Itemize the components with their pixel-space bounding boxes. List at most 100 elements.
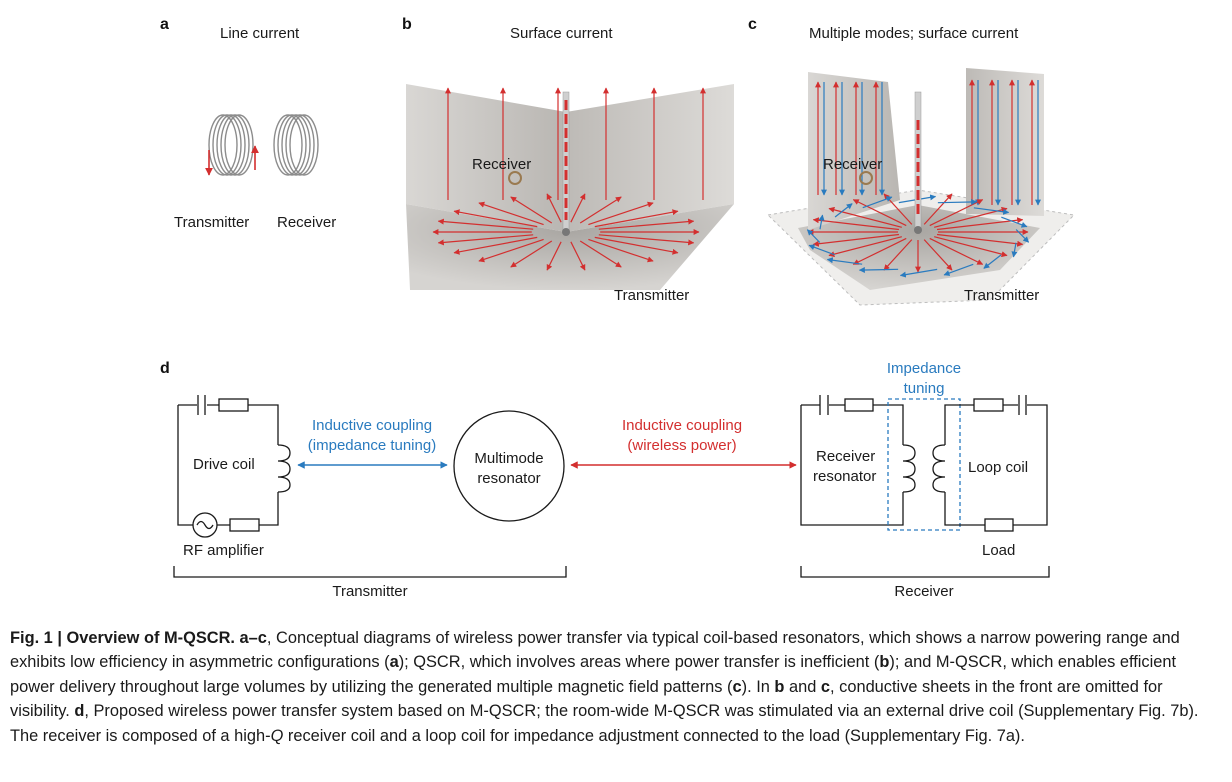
- resistor: [844, 398, 874, 412]
- field-arrow: [546, 241, 562, 271]
- field-arrow: [478, 238, 544, 263]
- pole-base: [562, 228, 570, 236]
- room-right-wall: [566, 84, 734, 232]
- panel-c-transmitter-label: Transmitter: [964, 287, 1039, 304]
- caption-ref: d: [74, 702, 85, 721]
- coupling2-line1: Inductive coupling: [622, 417, 742, 434]
- field-arrow: [453, 209, 538, 228]
- panel-b: b Surface current Receiver Transmitter: [402, 16, 734, 304]
- caption-italic: Q: [270, 726, 284, 745]
- field-arrow: [437, 234, 534, 246]
- field-arrow: [973, 207, 1010, 215]
- field-arrow: [570, 241, 586, 271]
- caption-text: , conductive sheets in the front are omi…: [10, 677, 1163, 721]
- impedance-line2: tuning: [904, 380, 945, 397]
- field-arrow: [852, 199, 907, 227]
- field-arrow: [594, 209, 679, 228]
- impedance-tuning-box: [887, 398, 961, 531]
- field-arrow: [936, 233, 1024, 247]
- field-arrow: [936, 217, 1024, 231]
- panel-b-receiver-coil: [508, 171, 522, 185]
- rf-amplifier-label: RF amplifier: [183, 542, 264, 559]
- transmitter-bracket: [173, 566, 567, 578]
- caption-title: Fig. 1 | Overview of M-QSCR.: [10, 629, 240, 647]
- caption-text: , Conceptual diagrams of wireless power …: [10, 629, 1180, 672]
- multimode-wall-arrows: [815, 79, 1041, 206]
- panel-c-title: Multiple modes; surface current: [809, 25, 1019, 42]
- field-arrow: [812, 217, 900, 231]
- room-right-wall-c: [966, 68, 1044, 216]
- panel-c-receiver-coil: [859, 171, 873, 185]
- field-arrow: [1015, 229, 1030, 243]
- inductor-icon: [902, 444, 916, 493]
- field-arrow: [812, 233, 900, 247]
- panel-c-letter: c: [748, 16, 757, 33]
- field-arrow: [579, 240, 622, 268]
- field-arrow: [937, 199, 978, 206]
- field-arrow: [983, 254, 1002, 269]
- field-arrow: [588, 238, 654, 263]
- field-arrow: [579, 196, 622, 224]
- field-arrow: [806, 229, 821, 243]
- field-arrow: [437, 218, 534, 230]
- multimode-resonator-circle: [453, 410, 565, 522]
- field-arrow: [510, 240, 553, 268]
- panel-c: c Multiple modes; surface current Receiv…: [748, 16, 1076, 306]
- panel-b-title: Surface current: [510, 25, 613, 42]
- caption-text: , Proposed wireless power transfer syste…: [10, 702, 1199, 745]
- field-arrow: [943, 263, 974, 276]
- receiver-resonator-line2: resonator: [813, 468, 876, 485]
- resistor: [229, 518, 260, 532]
- field-arrow: [934, 236, 1008, 258]
- field-arrow: [862, 196, 893, 209]
- field-arrow: [934, 206, 1008, 228]
- room-floor-c: [798, 205, 1040, 290]
- surface-current-floor-arrows: [432, 193, 700, 271]
- receiver-bracket-label: Receiver: [894, 583, 953, 600]
- room-left-wall-c: [808, 72, 900, 230]
- field-arrow: [588, 201, 654, 226]
- field-arrow: [546, 193, 562, 223]
- panel-c-receiver-label: Receiver: [823, 156, 882, 173]
- caption-ref: a: [239, 629, 249, 647]
- resistor: [218, 398, 249, 412]
- resonator-line1: Multimode: [474, 450, 543, 467]
- figure-caption: Fig. 1 | Overview of M-QSCR. a–c, Concep…: [10, 626, 1222, 748]
- receiver-resonator-line1: Receiver: [816, 448, 875, 465]
- field-arrow: [594, 236, 679, 255]
- field-arrow: [808, 244, 835, 256]
- field-arrow: [852, 237, 907, 265]
- field-arrow: [510, 196, 553, 224]
- transmitter-coil: [208, 114, 254, 176]
- caption-ref: a: [389, 653, 399, 672]
- figure-canvas: a Line current Transmitter Receiver b Su…: [160, 16, 1076, 600]
- pole-base-c: [914, 226, 922, 234]
- field-arrow: [1001, 216, 1028, 228]
- panel-b-receiver-label: Receiver: [472, 156, 531, 173]
- multimode-floor-arrows: [806, 191, 1030, 278]
- inductor-icon: [932, 444, 946, 493]
- resistor: [973, 398, 1004, 412]
- caption-text: ); QSCR, which involves areas where powe…: [398, 653, 880, 672]
- field-arrow: [899, 268, 938, 278]
- field-arrow: [828, 236, 902, 258]
- drive-coil-circuit: [177, 395, 291, 538]
- panel-d-letter: d: [160, 360, 170, 377]
- impedance-line1: Impedance: [887, 360, 961, 377]
- field-arrow: [1011, 242, 1018, 258]
- load-label: Load: [982, 542, 1015, 559]
- field-arrow: [923, 239, 953, 271]
- caption-text: ). In: [741, 677, 775, 696]
- loop-coil-circuit: [932, 395, 1048, 532]
- field-arrow: [858, 266, 899, 273]
- receiver-bracket: [800, 566, 1050, 578]
- load-resistor: [984, 518, 1014, 532]
- field-arrow: [826, 257, 863, 265]
- transmitter-bracket-label: Transmitter: [332, 583, 407, 600]
- field-arrow: [818, 214, 825, 230]
- panel-a-receiver-label: Receiver: [277, 214, 336, 231]
- field-arrow: [834, 203, 853, 218]
- receiver-coil: [273, 114, 319, 176]
- field-arrow: [570, 193, 586, 223]
- caption-ref: c: [732, 677, 742, 696]
